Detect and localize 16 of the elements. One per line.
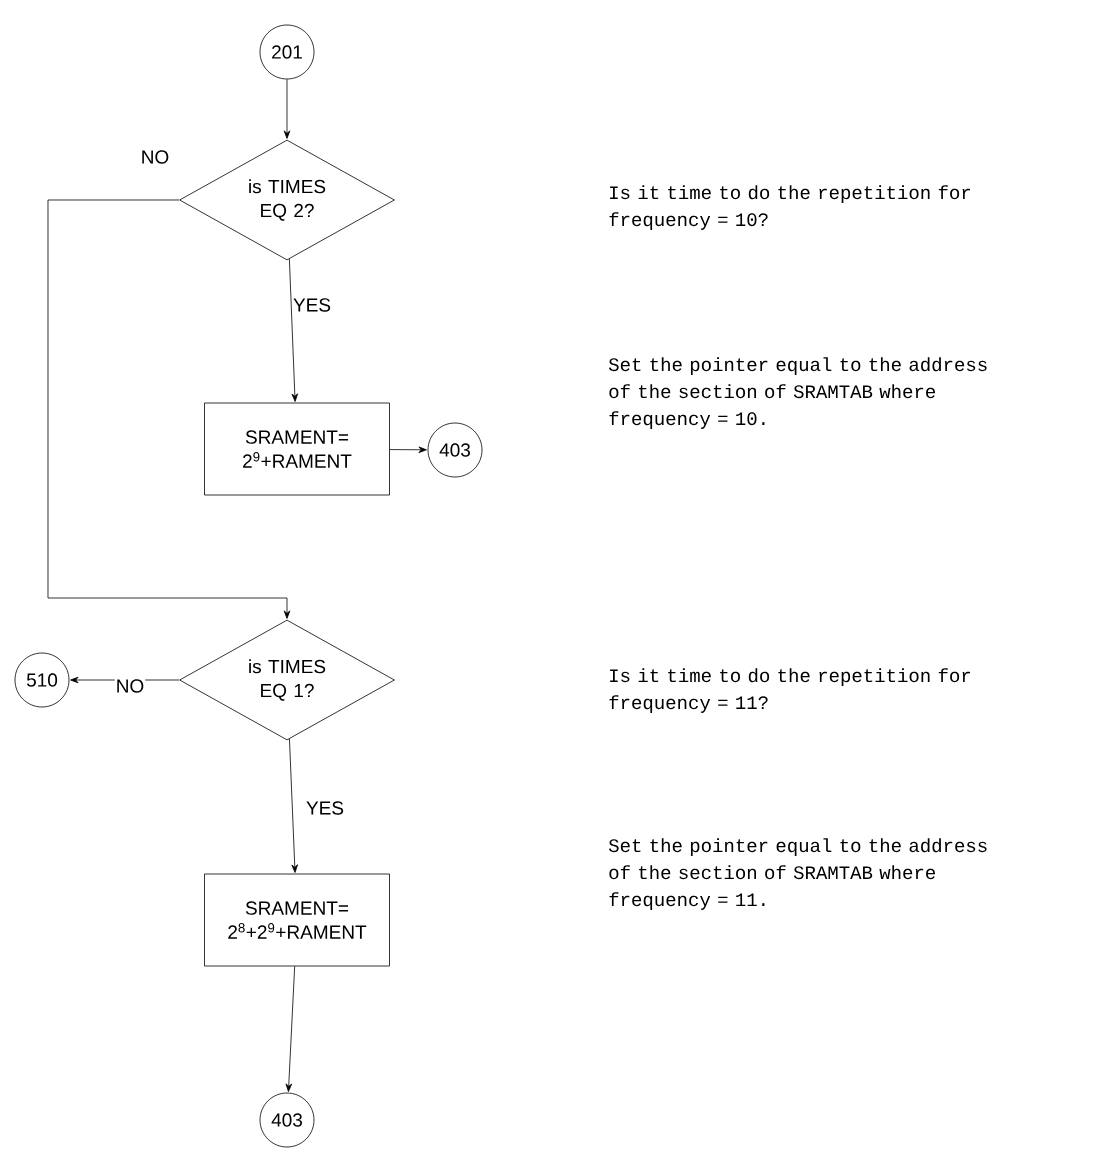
note-text: Set the pointer equal to the address of the section of SRAMTAB where frequency = 11. — [608, 838, 987, 910]
edge-label: YES — [305, 800, 345, 816]
arrow — [289, 738, 298, 873]
process-box: SRAMENT= 2$^{9}$+RAMENT — [204, 402, 390, 496]
edge-label: YES — [292, 297, 332, 313]
arrow — [285, 966, 296, 1092]
note-text: Is it time to do the repetition for frequency = 11? — [609, 668, 971, 713]
edge-label: NO — [139, 149, 171, 165]
process-box: SRAMENT= 2$^{8}$+2$^{9}$+RAMENT — [204, 873, 390, 967]
arrow — [288, 258, 299, 402]
arrow — [283, 79, 291, 139]
edge-label: NO — [114, 678, 146, 694]
note-text: Set the pointer equal to the address of the section of SRAMTAB where frequency = 10. — [608, 357, 987, 429]
arrow — [389, 446, 427, 454]
arrow — [47, 199, 291, 619]
note-text: Is it time to do the repetition for frequency = 10? — [609, 185, 971, 230]
